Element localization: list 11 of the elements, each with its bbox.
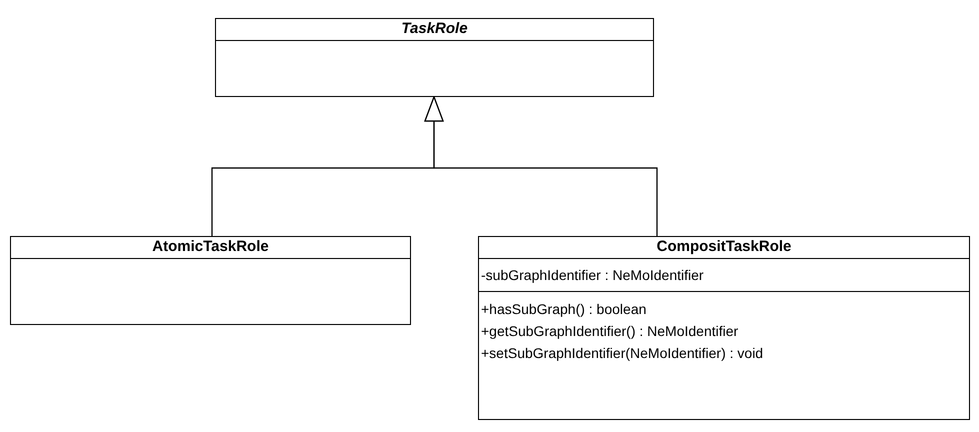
method-text: +setSubGraphIdentifier(NeMoIdentifier) : void	[481, 344, 764, 363]
class-name: CompositTaskRole	[656, 237, 792, 258]
class-name: AtomicTaskRole	[152, 237, 269, 258]
class-name: TaskRole	[401, 19, 468, 40]
class-box	[215, 18, 654, 97]
method-text: +hasSubGraph() : boolean	[481, 300, 648, 319]
attribute-text: -subGraphIdentifier : NeMoIdentifier	[481, 266, 705, 284]
class-box	[478, 236, 970, 420]
class-box	[10, 236, 411, 325]
method-text: +getSubGraphIdentifier() : NeMoIdentifier	[481, 322, 740, 341]
generalization-arrow	[424, 96, 658, 236]
